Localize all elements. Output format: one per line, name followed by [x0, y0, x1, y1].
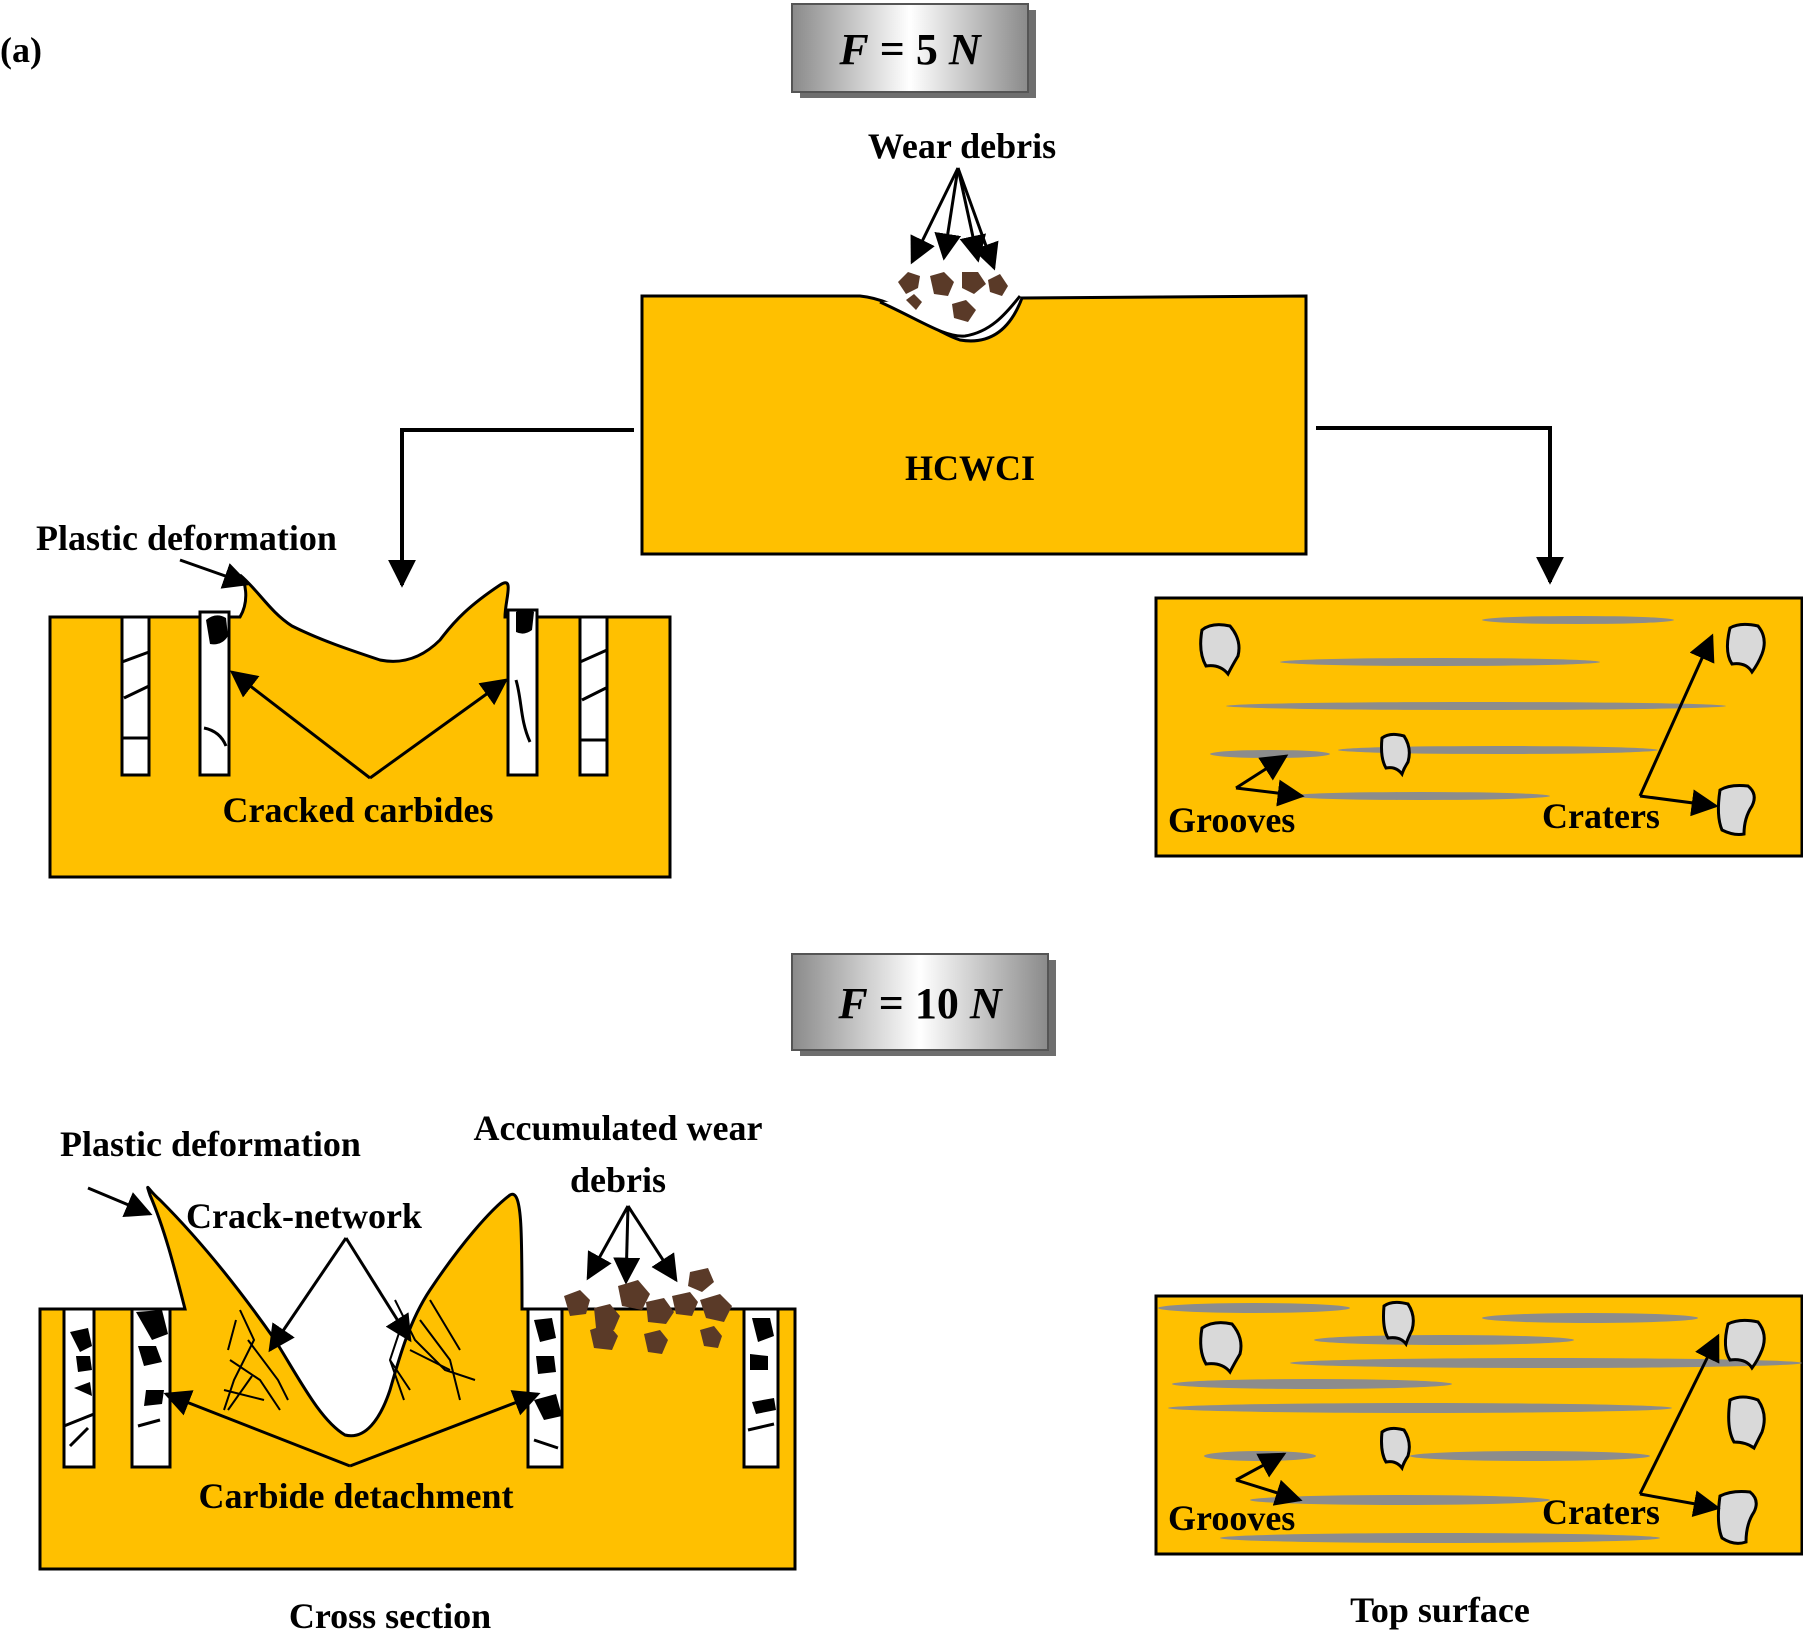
crater-arrows — [1638, 1333, 1721, 1517]
craters — [1199, 622, 1766, 836]
force-unit: N — [948, 25, 983, 74]
low-load-top-surface: Grooves Craters — [1154, 596, 1803, 858]
force-symbol: F — [837, 979, 867, 1028]
plastic-deformation-arrow — [87, 1186, 153, 1218]
plastic-deformation-label: Plastic deformation — [60, 1124, 361, 1164]
accumulated-debris-arrows — [586, 1205, 678, 1285]
panel-label: (a) — [0, 30, 42, 70]
carbide-fragment — [206, 615, 228, 645]
cross-section-caption: Cross section — [289, 1596, 491, 1632]
load-header-5n: F = 5 N — [791, 3, 1036, 98]
grooves — [1158, 1303, 1802, 1543]
crack-network-lines — [223, 1299, 476, 1411]
plastic-deformation-label: Plastic deformation — [36, 518, 337, 558]
wear-debris-label: Wear debris — [868, 126, 1056, 166]
groove-arrows — [1235, 1452, 1303, 1506]
high-load-top-surface: Grooves Craters — [1154, 1294, 1803, 1556]
cracked-carbides-arrows — [229, 670, 509, 780]
detached-carbide-fragments — [70, 1310, 776, 1420]
force-symbol: F — [838, 25, 868, 74]
force-value: = 5 — [869, 25, 949, 74]
craters-label: Craters — [1542, 1492, 1660, 1532]
low-load-cross-section: Plastic deformation Cracked carbides — [36, 518, 672, 879]
craters-label: Craters — [1542, 796, 1660, 836]
svg-text:F = 5 N: F = 5 N — [838, 25, 982, 74]
wear-debris-particles — [898, 272, 1008, 322]
carbide-cracks — [121, 648, 608, 747]
hcwci-block: HCWCI — [640, 272, 1308, 556]
carbide-detachment-arrows — [163, 1390, 541, 1468]
high-load-cross-section: Plastic deformation Crack-network Accumu… — [38, 1108, 797, 1571]
top-surface-caption: Top surface — [1350, 1590, 1530, 1630]
crack-network-label: Crack-network — [186, 1196, 422, 1236]
crack-network-arrows — [268, 1237, 412, 1353]
plastic-deformation-arrow — [179, 558, 251, 589]
groove-arrows — [1235, 754, 1305, 807]
carbide-cracks — [63, 1412, 775, 1450]
material-label: HCWCI — [905, 448, 1035, 488]
carbide-detachment-label: Carbide detachment — [199, 1476, 514, 1516]
grooves-label: Grooves — [1168, 800, 1295, 840]
load-header-10n: F = 10 N — [791, 953, 1056, 1056]
branch-connectors — [388, 426, 1564, 588]
grooves — [1210, 616, 1726, 800]
svg-text:F = 10 N: F = 10 N — [837, 979, 1003, 1028]
crater-arrows — [1638, 633, 1719, 817]
craters — [1199, 1300, 1766, 1545]
carbide-fragment — [516, 609, 534, 634]
force-value: = 10 — [868, 979, 970, 1028]
cracked-carbides-label: Cracked carbides — [223, 790, 494, 830]
grooves-label: Grooves — [1168, 1498, 1295, 1538]
force-unit: N — [969, 979, 1004, 1028]
wear-debris-arrows — [910, 167, 999, 271]
accumulated-debris-particles — [564, 1268, 732, 1354]
